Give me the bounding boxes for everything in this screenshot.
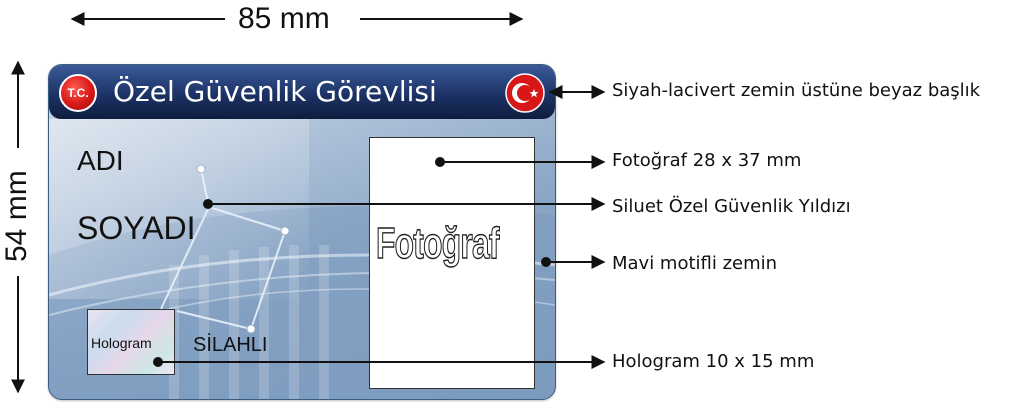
- callout-star-text: Siluet Özel Güvenlik Yıldızı: [612, 196, 851, 217]
- id-card: T.C. Özel Güvenlik Görevlisi ADI SOYADI …: [48, 64, 556, 400]
- photo-label: Fotoğraf: [375, 219, 499, 268]
- turkish-flag-icon: [505, 73, 545, 113]
- photo-placeholder: Fotoğraf: [369, 137, 535, 389]
- card-title: Özel Güvenlik Görevlisi: [113, 75, 437, 108]
- silhouette-security-star: [160, 164, 290, 334]
- width-dimension-label: 85 mm: [238, 2, 330, 35]
- callout-header-text: Siyah-lacivert zemin üstüne beyaz başlık: [612, 80, 981, 101]
- callout-background-text: Mavi motifli zemin: [612, 253, 778, 274]
- callout-hologram-text: Hologram 10 x 15 mm: [612, 351, 815, 372]
- hologram-area: Hologram: [87, 309, 175, 375]
- hologram-label: Hologram: [91, 335, 152, 351]
- height-dimension-label: 54 mm: [0, 170, 33, 262]
- card-header: T.C. Özel Güvenlik Görevlisi: [49, 65, 555, 119]
- callout-photo-text: Fotoğraf 28 x 37 mm: [612, 150, 802, 171]
- name-field-label: ADI: [77, 145, 124, 176]
- surname-field-label: SOYADI: [77, 210, 196, 246]
- armed-field-label: SİLAHLI: [193, 334, 268, 356]
- tc-badge: T.C.: [59, 74, 97, 112]
